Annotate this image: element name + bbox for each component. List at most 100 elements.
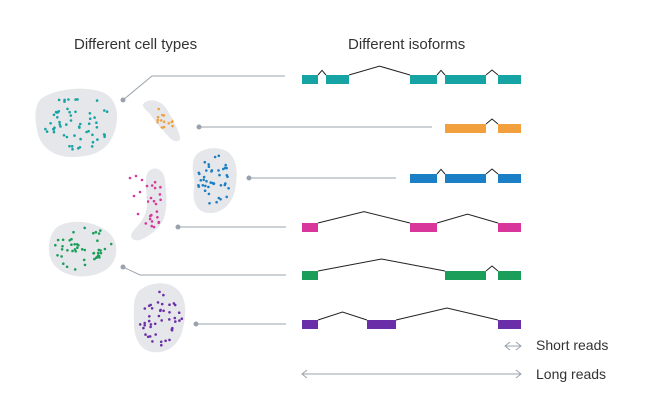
cell-dot [77, 244, 80, 247]
cell-dot [225, 195, 228, 199]
cell-dot [73, 134, 76, 137]
exon [302, 75, 318, 84]
intron-line [348, 65, 411, 76]
cell-dot [149, 325, 152, 329]
exon [326, 75, 349, 84]
cell-dot [80, 248, 84, 251]
cell-dot [147, 115, 150, 119]
cell-dot [217, 154, 221, 158]
cell-dot [171, 326, 174, 330]
intron-line [436, 168, 446, 175]
cell-dot [73, 243, 76, 246]
cell-dot [177, 311, 181, 315]
cell-dot [95, 99, 99, 102]
cell-dot [210, 169, 214, 172]
cell-dot [157, 221, 160, 224]
cell-dot [87, 129, 90, 133]
cell-dot [168, 338, 171, 342]
exon [410, 75, 437, 84]
cell-dot [95, 121, 98, 124]
cell-dot [158, 127, 162, 130]
heading-cell-types: Different cell types [74, 36, 198, 53]
cell-dot [67, 98, 70, 101]
exon [498, 223, 521, 232]
cell-dot [62, 262, 65, 266]
cell-dot [213, 155, 217, 159]
cell-dot [97, 232, 101, 235]
cell-dot [202, 175, 206, 179]
cell-dot [97, 248, 101, 252]
isoform-tracks [302, 65, 521, 329]
cell-dot [223, 166, 227, 170]
cell-dot [60, 255, 63, 258]
cell-dot [68, 144, 71, 148]
cell-dot [205, 179, 208, 183]
cell-dot [56, 238, 60, 242]
cell-dot [83, 226, 86, 230]
cell-dot [164, 339, 167, 343]
cell-dot [73, 248, 77, 251]
cell-dot [154, 202, 158, 206]
cell-dot [52, 130, 56, 134]
cell-dot [219, 198, 222, 201]
cell-dot [149, 323, 153, 326]
exon [498, 75, 521, 84]
exon [498, 124, 521, 133]
cell-dot [56, 116, 59, 119]
cell-dot [143, 307, 147, 310]
cell-dot [162, 309, 165, 313]
cell-dot [109, 242, 113, 246]
cell-dot [136, 212, 140, 216]
connector-dot-purple [193, 321, 199, 327]
cell-dot [201, 184, 205, 187]
cell-dot [93, 116, 96, 119]
cell-dots-blue [197, 154, 230, 205]
cell-dot [152, 199, 156, 203]
cell-dot [156, 216, 159, 219]
cell-dot [158, 290, 161, 294]
cell-dot [152, 225, 156, 229]
cell-dot [218, 173, 221, 177]
exon [498, 271, 521, 280]
cell-dot [159, 308, 162, 312]
cell-dot [88, 117, 92, 120]
cell-dots-purple [138, 290, 184, 347]
cell-dot [103, 135, 106, 139]
cell-dot [208, 202, 211, 205]
cell-dot [224, 182, 227, 185]
exon [445, 124, 486, 133]
cell-dot [69, 119, 73, 122]
cell-dot [49, 122, 52, 125]
cell-dot [148, 335, 152, 338]
cell-dot [161, 113, 164, 117]
intron-line [317, 311, 368, 321]
cell-dot [58, 123, 62, 126]
cell-dot [52, 113, 56, 117]
cell-dot [157, 314, 161, 318]
intron-line [317, 258, 446, 272]
cell-dot [150, 220, 154, 223]
cell-dot [227, 187, 230, 190]
cell-dot [99, 229, 102, 232]
connector-lines [120, 75, 432, 327]
isoform-purple [302, 307, 521, 329]
exon [367, 320, 396, 329]
cell-dot [150, 307, 154, 310]
isoform-blue [410, 168, 521, 183]
cell-dot [148, 217, 152, 221]
cell-dot [68, 110, 71, 114]
cell-dot [207, 192, 211, 196]
cell-dot [65, 135, 69, 139]
cell-dot [147, 319, 151, 323]
cell-dot [145, 184, 149, 188]
cell-dot [155, 210, 159, 213]
cell-dot [162, 293, 165, 297]
cell-dot [105, 110, 109, 113]
cell-dot [217, 169, 220, 172]
cell-dot [211, 181, 214, 185]
cell-dot [155, 121, 159, 124]
exon [445, 174, 486, 183]
cell-dot [134, 174, 138, 178]
cell-dot [103, 247, 107, 251]
cell-dots-teal [44, 98, 109, 151]
